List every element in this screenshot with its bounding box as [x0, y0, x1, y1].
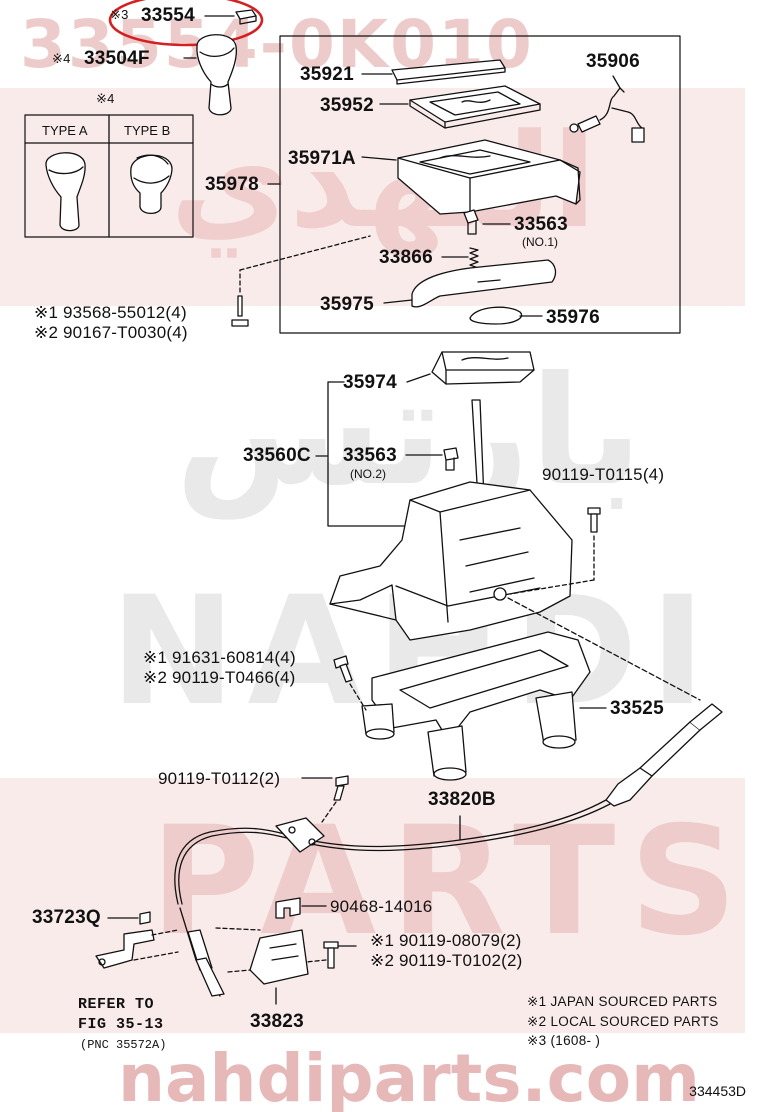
label-35906[interactable]: 35906 [586, 51, 640, 72]
label-no2: (NO.2) [350, 467, 386, 481]
label-35976[interactable]: 35976 [546, 307, 600, 328]
clip-33563-no1-icon [463, 209, 511, 235]
label-35975[interactable]: 35975 [320, 294, 374, 315]
label-bolt-93568[interactable]: ※1 93568-55012(4) [34, 303, 187, 322]
label-no1: (NO.1) [522, 235, 558, 249]
refer-line-3: (PNC 35572A) [80, 1038, 167, 1052]
label-90119-t0112[interactable]: 90119-T0112(2) [158, 769, 281, 788]
label-35974[interactable]: 35974 [343, 372, 397, 393]
highlight-circle [108, 0, 264, 47]
label-33554[interactable]: 33554 [141, 5, 195, 26]
plate-35921-icon [361, 59, 506, 85]
label-bolt-90119-t0466[interactable]: ※2 90119-T0466(4) [143, 668, 296, 687]
label-33723q[interactable]: 33723Q [32, 907, 101, 928]
type-b-knob-icon [130, 154, 173, 215]
label-35978[interactable]: 35978 [205, 174, 259, 195]
cover-35975-icon [383, 259, 557, 308]
refer-line-1: REFER TO [78, 996, 155, 1013]
bolt-90119-08079-icon [305, 941, 357, 969]
label-bolt-90119-08079[interactable]: ※1 90119-08079(2) [370, 931, 522, 950]
lever-35974-icon [406, 351, 535, 385]
indicator-35952-icon [379, 85, 541, 129]
label-33823[interactable]: 33823 [250, 1011, 304, 1032]
housing-35971a-icon [361, 139, 581, 215]
shifter-base-icon [329, 481, 573, 641]
sensor-35906-icon [569, 75, 645, 143]
marker-note-4b: ※4 [96, 91, 115, 106]
label-35971a[interactable]: 35971A [288, 148, 356, 169]
label-33563-no1[interactable]: 33563 [514, 214, 568, 235]
label-33563-no2[interactable]: 33563 [343, 445, 397, 466]
clip-33563-no2-icon [405, 447, 459, 471]
watermark-domain: nahdiparts.com [118, 1040, 700, 1112]
bracket-33823-icon [215, 927, 309, 1005]
bolt-90119-t0115-icon [509, 507, 601, 595]
screw-93568-icon [231, 235, 371, 327]
label-33820b[interactable]: 33820B [428, 789, 496, 810]
bracket-33723q-icon [95, 911, 179, 969]
note-japan-sourced: ※1 JAPAN SOURCED PARTS [527, 994, 718, 1009]
label-33560c[interactable]: 33560C [243, 445, 311, 466]
marker-note-3: ※3 [110, 7, 129, 22]
spring-33866-icon [441, 247, 479, 269]
bracket-33525-icon [361, 631, 607, 781]
cable-33820b-icon [174, 703, 723, 997]
note-date-range: ※3 (1608- ) [527, 1033, 601, 1048]
refer-line-2: FIG 35-13 [78, 1016, 164, 1033]
bolt-90119-t0112-icon [301, 775, 349, 823]
clip-90468-icon [275, 897, 327, 919]
label-bolt-90119-t0102[interactable]: ※2 90119-T0102(2) [370, 951, 523, 970]
part-33554-clip-icon [204, 9, 257, 25]
label-90468[interactable]: 90468-14016 [330, 897, 433, 916]
label-35952[interactable]: 35952 [320, 95, 374, 116]
type-a-knob-icon [45, 152, 86, 232]
label-bolt-90167[interactable]: ※2 90167-T0030(4) [34, 323, 188, 342]
type-a-header: TYPE A [42, 123, 88, 138]
watermark-latin-2: PARTS [150, 795, 752, 969]
shift-knob-icon [183, 34, 238, 116]
label-bolt-91631[interactable]: ※1 91631-60814(4) [143, 648, 296, 667]
label-35921[interactable]: 35921 [300, 64, 354, 85]
plate-35976-icon [469, 306, 543, 325]
label-33866[interactable]: 33866 [379, 247, 433, 268]
type-b-header: TYPE B [124, 123, 171, 138]
label-33525[interactable]: 33525 [610, 698, 664, 719]
note-local-sourced: ※2 LOCAL SOURCED PARTS [527, 1014, 719, 1029]
label-33504f[interactable]: 33504F [84, 48, 150, 69]
bolt-91631-icon [333, 655, 367, 711]
label-90119-t0115[interactable]: 90119-T0115(4) [542, 465, 665, 484]
diagram-code: 334453D [689, 1083, 746, 1099]
marker-note-4a: ※4 [52, 51, 71, 66]
watermark-arabic-2: بارتس [175, 345, 643, 519]
